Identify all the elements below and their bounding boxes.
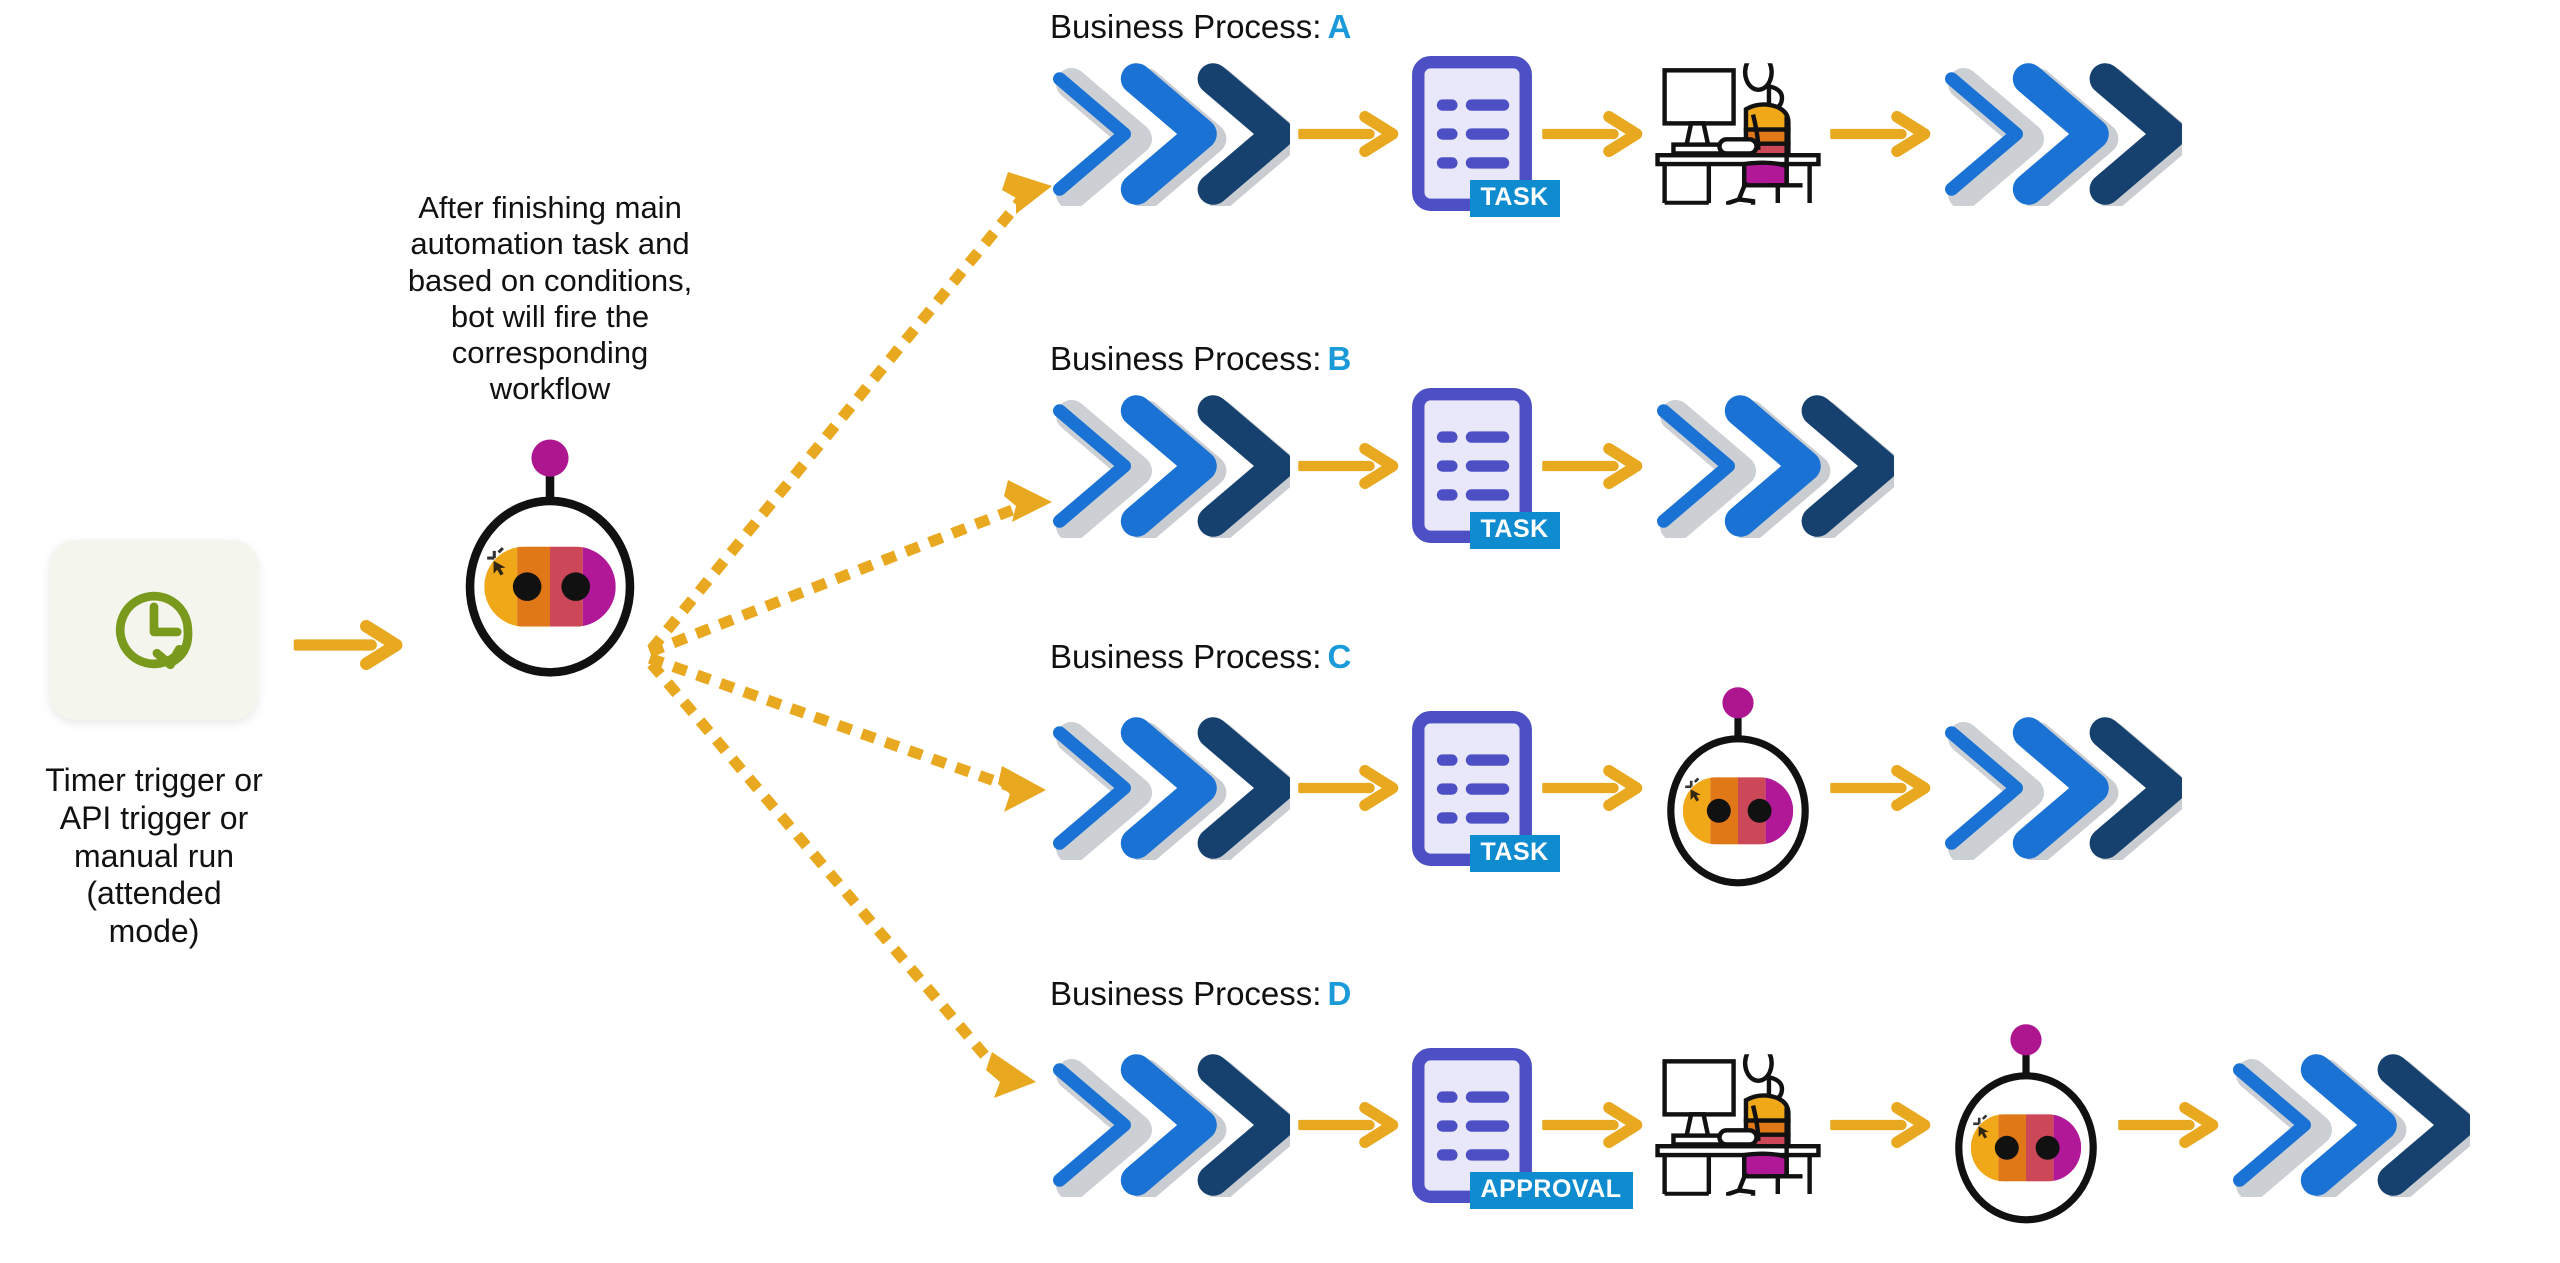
trigger-to-bot-arrow bbox=[285, 620, 415, 670]
step-workflow-icon[interactable] bbox=[1654, 394, 1894, 538]
step-connector-arrow bbox=[2110, 1102, 2230, 1148]
step-workflow-icon[interactable] bbox=[1942, 62, 2182, 206]
person-at-desk-icon bbox=[1654, 1054, 1822, 1196]
workflow-icon bbox=[1942, 716, 2182, 860]
process-row-b: Business Process:B TASK bbox=[1050, 340, 1894, 549]
process-steps: TASK bbox=[1050, 56, 2182, 217]
process-steps: TASK bbox=[1050, 686, 2182, 890]
process-title-prefix: Business Process: bbox=[1050, 8, 1322, 45]
arrow-right-icon bbox=[1534, 1102, 1654, 1148]
status-badge: TASK bbox=[1469, 180, 1560, 217]
step-connector-arrow bbox=[1290, 443, 1410, 489]
arrow-right-icon bbox=[1534, 765, 1654, 811]
branch-arrowhead-a bbox=[1002, 172, 1052, 214]
step-workflow-icon[interactable] bbox=[2230, 1053, 2470, 1197]
process-letter: D bbox=[1327, 975, 1352, 1012]
step-connector-arrow bbox=[1822, 765, 1942, 811]
workflow-icon bbox=[1654, 394, 1894, 538]
dispatcher-bot-block: After finishing main automation task and… bbox=[400, 190, 700, 681]
step-workflow-icon[interactable] bbox=[1050, 1053, 1290, 1197]
step-connector-arrow bbox=[1534, 765, 1654, 811]
process-row-d: Business Process:D APPROVAL bbox=[1050, 975, 2470, 1227]
step-task-document-icon[interactable]: TASK bbox=[1410, 388, 1560, 549]
process-letter: A bbox=[1327, 8, 1352, 45]
step-connector-arrow bbox=[1290, 1102, 1410, 1148]
step-bot-icon[interactable] bbox=[1654, 686, 1822, 890]
step-connector-arrow bbox=[1534, 443, 1654, 489]
step-workflow-icon[interactable] bbox=[1050, 394, 1290, 538]
arrow-right-icon bbox=[1822, 111, 1942, 157]
process-title-b: Business Process:B bbox=[1050, 340, 1894, 378]
bot-icon bbox=[1654, 686, 1822, 890]
step-person-at-desk-icon[interactable] bbox=[1654, 63, 1822, 205]
status-badge: TASK bbox=[1469, 834, 1560, 872]
trigger-caption: Timer trigger or API trigger or manual r… bbox=[45, 762, 263, 949]
branch-line-d bbox=[647, 660, 1018, 1093]
process-row-a: Business Process:A TASK bbox=[1050, 8, 2182, 217]
arrow-right-icon bbox=[1290, 111, 1410, 157]
arrow-right-icon bbox=[1534, 443, 1654, 489]
branch-line-c bbox=[647, 652, 1028, 798]
arrow-right-icon bbox=[2110, 1102, 2230, 1148]
process-title-prefix: Business Process: bbox=[1050, 975, 1322, 1012]
trigger-block: Timer trigger or API trigger or manual r… bbox=[45, 540, 270, 951]
step-connector-arrow bbox=[1290, 765, 1410, 811]
process-title-c: Business Process:C bbox=[1050, 638, 2182, 676]
workflow-icon bbox=[1050, 1053, 1290, 1197]
step-bot-icon[interactable] bbox=[1942, 1023, 2110, 1227]
workflow-icon bbox=[1050, 716, 1290, 860]
process-steps: APPROVAL bbox=[1050, 1023, 2470, 1227]
step-connector-arrow bbox=[1534, 1102, 1654, 1148]
step-workflow-icon[interactable] bbox=[1942, 716, 2182, 860]
arrow-right-icon bbox=[1822, 1102, 1942, 1148]
step-connector-arrow bbox=[1822, 111, 1942, 157]
dispatcher-caption: After finishing main automation task and… bbox=[407, 190, 693, 407]
step-workflow-icon[interactable] bbox=[1050, 716, 1290, 860]
step-connector-arrow bbox=[1822, 1102, 1942, 1148]
process-letter: C bbox=[1327, 638, 1352, 675]
branch-line-a bbox=[647, 187, 1033, 653]
process-letter: B bbox=[1327, 340, 1352, 377]
branch-arrowhead-d bbox=[986, 1052, 1036, 1098]
process-title-prefix: Business Process: bbox=[1050, 638, 1322, 675]
step-task-document-icon[interactable]: TASK bbox=[1410, 711, 1560, 872]
step-person-at-desk-icon[interactable] bbox=[1654, 1054, 1822, 1196]
step-workflow-icon[interactable] bbox=[1050, 62, 1290, 206]
process-title-prefix: Business Process: bbox=[1050, 340, 1322, 377]
arrow-right-icon bbox=[1534, 111, 1654, 157]
process-title-a: Business Process:A bbox=[1050, 8, 2182, 46]
branch-arrowhead-b bbox=[1004, 480, 1052, 522]
process-steps: TASK bbox=[1050, 388, 1894, 549]
step-connector-arrow bbox=[1290, 111, 1410, 157]
branch-arrowhead-c bbox=[998, 766, 1046, 812]
workflow-icon bbox=[2230, 1053, 2470, 1197]
workflow-icon bbox=[1050, 62, 1290, 206]
status-badge: TASK bbox=[1469, 512, 1560, 549]
timer-clock-refresh-icon bbox=[96, 572, 212, 688]
workflow-icon bbox=[1050, 394, 1290, 538]
bot-icon bbox=[1942, 1023, 2110, 1227]
workflow-icon bbox=[1942, 62, 2182, 206]
timer-trigger-tile[interactable] bbox=[50, 540, 258, 720]
branch-line-b bbox=[647, 497, 1033, 658]
arrow-right-icon bbox=[1290, 443, 1410, 489]
bot-icon[interactable] bbox=[450, 438, 650, 681]
arrow-right-icon bbox=[1822, 765, 1942, 811]
process-title-d: Business Process:D bbox=[1050, 975, 2470, 1013]
step-approval-document-icon[interactable]: APPROVAL bbox=[1410, 1048, 1633, 1209]
process-row-c: Business Process:C TASK bbox=[1050, 638, 2182, 890]
step-task-document-icon[interactable]: TASK bbox=[1410, 56, 1560, 217]
step-connector-arrow bbox=[1534, 111, 1654, 157]
person-at-desk-icon bbox=[1654, 63, 1822, 205]
arrow-right-icon bbox=[1290, 765, 1410, 811]
arrow-right-icon bbox=[1290, 1102, 1410, 1148]
status-badge: APPROVAL bbox=[1469, 1171, 1633, 1209]
